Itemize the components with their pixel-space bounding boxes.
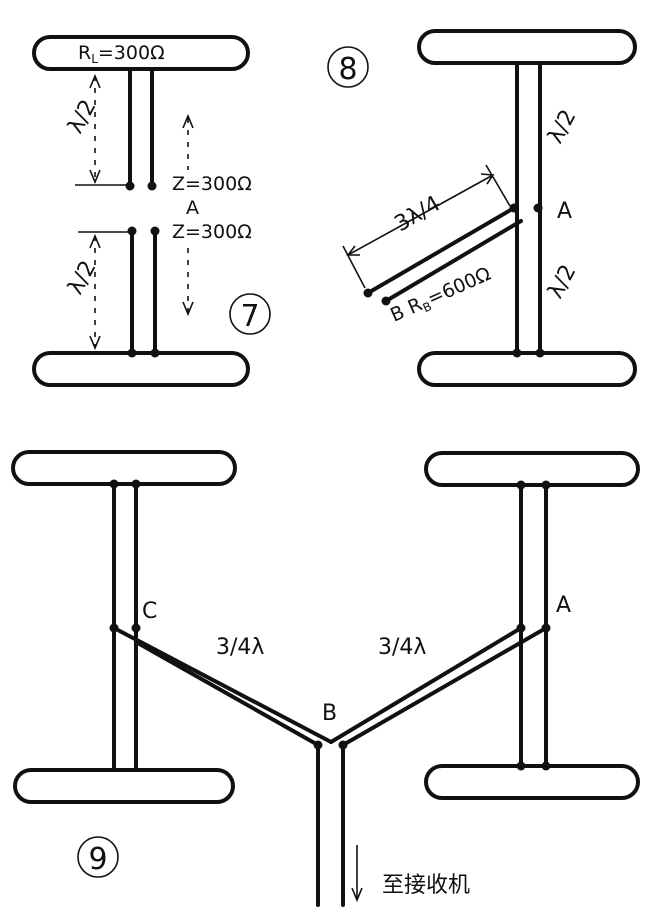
fig7-bottom-dipole bbox=[32, 351, 250, 387]
fig7-terminal bbox=[150, 348, 160, 358]
fig7-dim-arrow bbox=[89, 169, 101, 185]
fig9-right-bottom-dipole bbox=[424, 764, 640, 800]
fig9-id-number: 9 bbox=[88, 842, 107, 877]
fig9-left-feeder-upper bbox=[112, 626, 333, 744]
fig7-terminal bbox=[127, 226, 137, 236]
figure-7: RL=300Ω λ/2 λ/2 Z=300Ω A Z=300Ω 7 bbox=[32, 35, 271, 387]
fig8-three-quarter-wave: 3λ/4 bbox=[391, 191, 445, 237]
fig8-terminal bbox=[535, 348, 545, 358]
fig7-terminal bbox=[147, 181, 157, 191]
fig7-terminal bbox=[150, 226, 160, 236]
fig9-left-feeder-lower bbox=[134, 640, 320, 747]
fig8-dim-arrow bbox=[346, 245, 360, 256]
fig9-terminal bbox=[541, 480, 551, 490]
fig7-dim-arrow bbox=[89, 233, 101, 249]
fig9-receiver-arrow-head bbox=[351, 887, 363, 903]
fig7-z-arrow-head bbox=[182, 301, 194, 317]
fig9-left-bottom-dipole bbox=[13, 768, 235, 804]
fig9-terminal bbox=[516, 761, 526, 771]
fig9-left-top-dipole bbox=[11, 450, 237, 486]
fig8-dim-tick bbox=[342, 245, 366, 289]
fig7-terminal bbox=[125, 181, 135, 191]
fig8-half-wave-bottom: λ/2 bbox=[543, 261, 581, 303]
fig9-terminal bbox=[131, 623, 141, 633]
fig7-terminal bbox=[127, 348, 137, 358]
fig8-dim-tick bbox=[485, 164, 511, 207]
fig8-terminal bbox=[363, 288, 373, 298]
figure-8: λ/2 λ/2 3λ/4 A B RB=600Ω 8 bbox=[327, 29, 637, 387]
fig9-point-a: A bbox=[556, 593, 571, 618]
fig9-right-feeder-upper bbox=[329, 626, 523, 744]
fig7-z-bottom: Z=300Ω bbox=[172, 221, 252, 243]
fig9-terminal bbox=[109, 479, 119, 489]
fig7-dim-arrow bbox=[89, 335, 101, 351]
fig7-dim-arrow bbox=[89, 73, 101, 89]
fig7-rl-label: RL=300Ω bbox=[78, 42, 165, 66]
fig9-point-c: C bbox=[142, 599, 157, 624]
fig8-terminal bbox=[381, 296, 391, 306]
fig7-z-top: Z=300Ω bbox=[172, 173, 252, 195]
fig8-terminal bbox=[512, 348, 522, 358]
fig8-bottom-dipole bbox=[417, 351, 637, 387]
fig7-top-dipole bbox=[32, 35, 250, 71]
fig8-stub-upper bbox=[366, 206, 516, 295]
fig9-length-left: 3/4λ bbox=[216, 635, 264, 660]
fig8-terminal bbox=[533, 203, 543, 213]
fig7-id-number: 7 bbox=[240, 299, 259, 334]
fig7-point-a: A bbox=[186, 197, 199, 219]
fig9-terminal bbox=[131, 479, 141, 489]
fig9-id-circle bbox=[77, 836, 119, 878]
fig8-top-dipole bbox=[417, 29, 637, 65]
fig9-point-b: B bbox=[322, 701, 337, 726]
fig9-terminal bbox=[541, 761, 551, 771]
fig8-half-wave-top: λ/2 bbox=[543, 106, 581, 148]
fig9-length-right: 3/4λ bbox=[378, 635, 426, 660]
fig8-dim-arrow bbox=[480, 173, 495, 185]
fig9-terminal bbox=[516, 480, 526, 490]
fig8-stub-lower bbox=[384, 219, 523, 303]
fig8-dim-line bbox=[347, 174, 494, 256]
fig7-z-arrow-head bbox=[182, 113, 194, 129]
fig8-id-circle bbox=[327, 46, 369, 88]
fig9-right-feeder-lower bbox=[341, 626, 548, 747]
fig7-id-circle bbox=[229, 293, 271, 335]
fig9-right-top-dipole bbox=[424, 451, 640, 487]
figure-9: C A B 3/4λ 3/4λ 至接收机 9 bbox=[11, 450, 640, 907]
fig8-id-number: 8 bbox=[338, 52, 357, 87]
fig9-to-receiver: 至接收机 bbox=[382, 873, 470, 898]
fig8-point-a: A bbox=[557, 199, 572, 224]
